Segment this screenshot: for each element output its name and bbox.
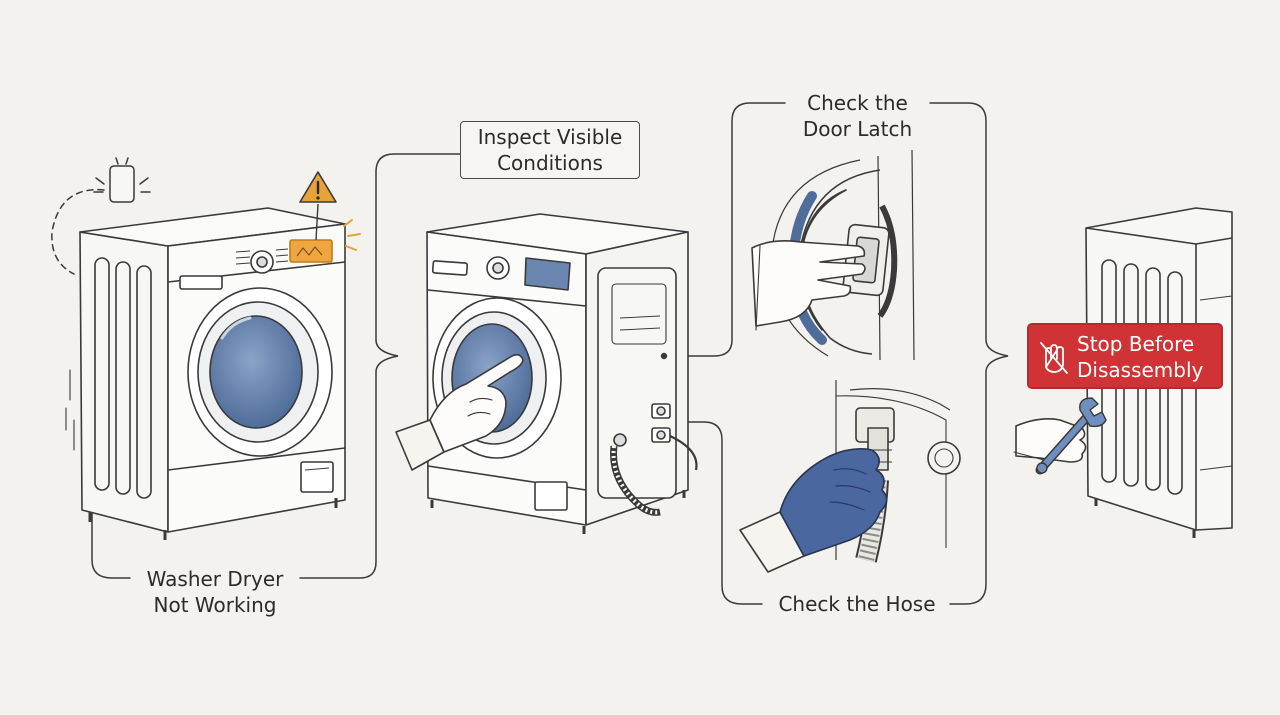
latch-hand <box>751 240 866 331</box>
wrench-icon <box>1035 397 1107 475</box>
step-inspect-label: Inspect Visible Conditions <box>460 121 640 179</box>
washer-dryer-angled <box>426 213 698 534</box>
stop-warning-text: Stop Before Disassembly <box>1077 332 1204 382</box>
gloved-hand <box>739 448 888 573</box>
warning-triangle-icon <box>299 171 361 251</box>
stop-warning-box: Stop Before Disassembly <box>1027 323 1223 389</box>
step-start-label: Washer Dryer Not Working <box>146 567 284 617</box>
connector-lines <box>91 102 1009 605</box>
step-latch-label: Check the Door Latch <box>802 91 913 141</box>
washer-dryer-front <box>79 207 346 540</box>
no-hand-icon <box>1040 342 1068 374</box>
phone-notification-icon <box>51 157 151 451</box>
pointing-hand <box>395 353 524 471</box>
hand-holding-wrench <box>1013 418 1087 463</box>
step-hose-label: Check the Hose <box>778 592 936 616</box>
